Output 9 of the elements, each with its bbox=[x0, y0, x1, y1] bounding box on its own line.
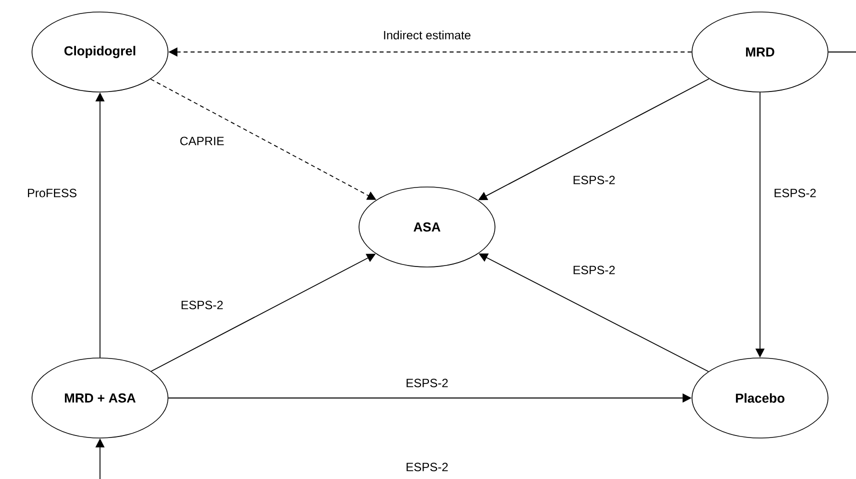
edge-label: ESPS-2 bbox=[772, 188, 818, 198]
edge-label: ESPS-2 bbox=[572, 174, 616, 186]
edge-label: Indirect estimate bbox=[382, 30, 472, 40]
edge-label: ProFESS bbox=[26, 188, 78, 198]
edge-label: ESPS-2 bbox=[180, 300, 224, 310]
edge-label: ESPS-2 bbox=[572, 264, 616, 276]
edge-label: ESPS-2 bbox=[404, 462, 450, 472]
edge-label: CAPRIE bbox=[178, 136, 226, 146]
edge-label: ESPS-2 bbox=[404, 378, 450, 388]
